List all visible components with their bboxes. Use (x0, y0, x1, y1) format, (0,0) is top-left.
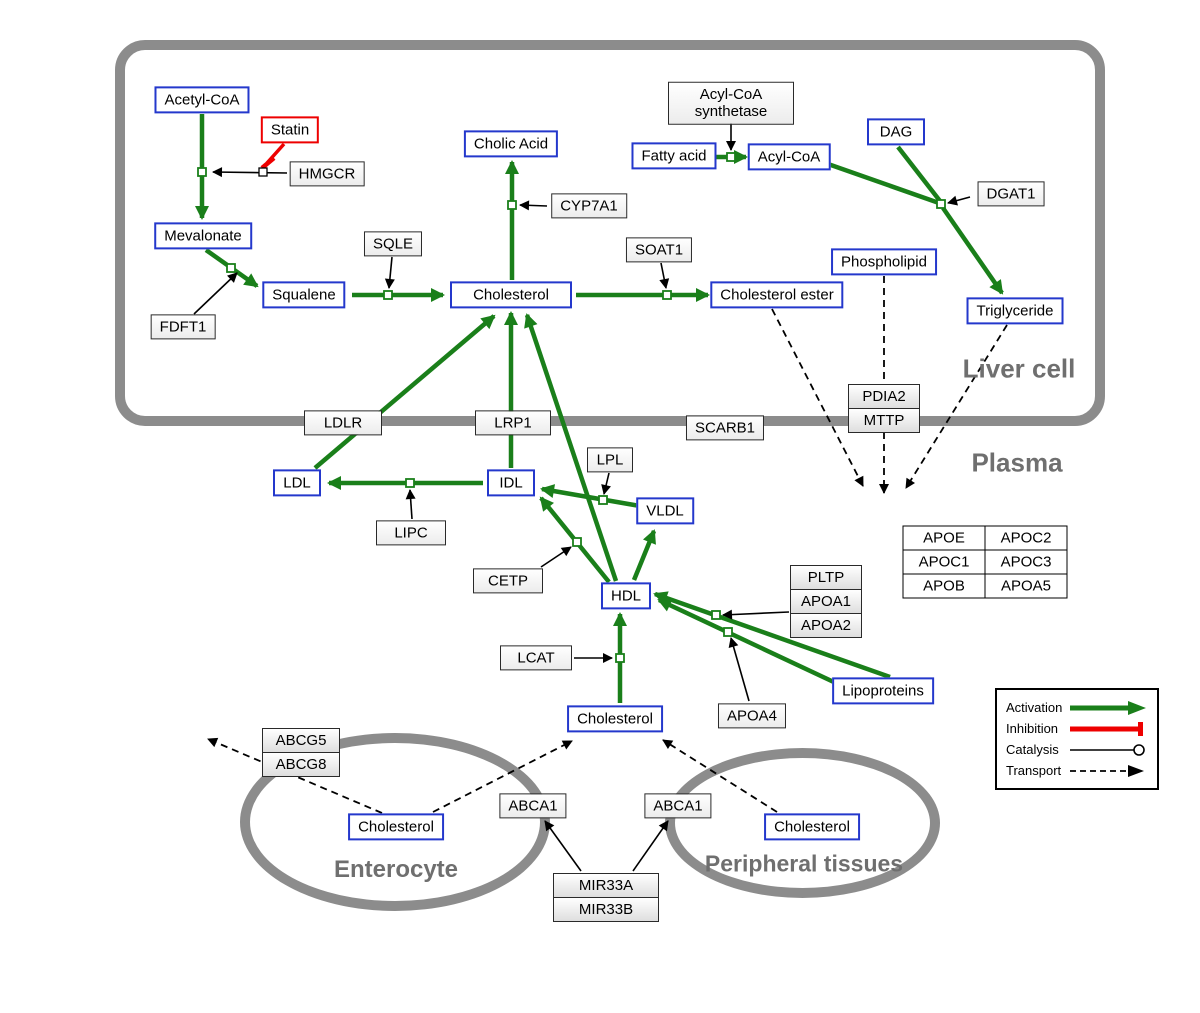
node-apoc3[interactable]: APOC3 (984, 549, 1068, 575)
legend: Activation Inhibition Catalysis Transpor… (995, 688, 1159, 790)
peripheral-tissues-label: Peripheral tissues (704, 850, 904, 877)
liver-cell-label: Liver cell (962, 353, 1076, 384)
node-mttp[interactable]: MTTP (848, 408, 920, 433)
legend-inhibition-label: Inhibition (1006, 721, 1059, 736)
node-cholesterol-enterocyte[interactable]: Cholesterol (348, 813, 444, 841)
node-sqle[interactable]: SQLE (363, 231, 423, 257)
node-lipc[interactable]: LIPC (376, 520, 446, 546)
node-statin[interactable]: Statin (260, 116, 320, 144)
node-phospholipid[interactable]: Phospholipid (831, 248, 937, 276)
node-apob[interactable]: APOB (902, 573, 986, 599)
node-acetyl-coa[interactable]: Acetyl-CoA (154, 86, 250, 114)
node-hdl[interactable]: HDL (600, 582, 652, 610)
node-cyp7a1[interactable]: CYP7A1 (551, 193, 627, 219)
node-fdft1[interactable]: FDFT1 (150, 314, 216, 340)
node-pltp[interactable]: PLTP (790, 565, 862, 590)
abcg5-abcg8-stack: ABCG5 ABCG8 (262, 728, 340, 777)
node-apoa2[interactable]: APOA2 (790, 613, 862, 638)
node-apoe[interactable]: APOE (902, 525, 986, 551)
mir33a-mir33b-stack: MIR33A MIR33B (553, 873, 659, 922)
node-hmgcr[interactable]: HMGCR (289, 161, 365, 187)
pdia2-mttp-stack: PDIA2 MTTP (848, 384, 920, 433)
reaction-nodes (197, 152, 946, 663)
node-cetp[interactable]: CETP (473, 568, 543, 594)
node-idl[interactable]: IDL (487, 469, 535, 497)
catalysis-edges (193, 121, 971, 872)
node-acyl-coa[interactable]: Acyl-CoA (747, 143, 831, 171)
node-cholesterol-liver[interactable]: Cholesterol (450, 281, 572, 309)
inhibition-edge (260, 142, 286, 170)
node-dag[interactable]: DAG (867, 118, 925, 146)
enterocyte-label: Enterocyte (333, 856, 459, 883)
node-vldl[interactable]: VLDL (636, 497, 694, 525)
hmgcr-anchor-node (258, 167, 268, 177)
legend-activation-label: Activation (1006, 700, 1063, 715)
node-mir33b[interactable]: MIR33B (553, 897, 659, 922)
apolipoprotein-table: APOE APOC2 APOC1 APOC3 APOB APOA5 (902, 525, 1068, 599)
node-abca1-left[interactable]: ABCA1 (499, 793, 567, 819)
activation-glyph-icon (1070, 700, 1146, 715)
legend-row-transport: Transport (1006, 760, 1148, 781)
node-squalene[interactable]: Squalene (262, 281, 346, 309)
inhibition-glyph-icon (1070, 721, 1143, 736)
node-apoa1[interactable]: APOA1 (790, 589, 862, 614)
transport-glyph-icon (1070, 764, 1144, 777)
node-abcg5[interactable]: ABCG5 (262, 728, 340, 753)
node-lrp1[interactable]: LRP1 (475, 410, 551, 436)
legend-row-activation: Activation (1006, 697, 1148, 718)
node-apoc1[interactable]: APOC1 (902, 549, 986, 575)
node-cholic-acid[interactable]: Cholic Acid (463, 130, 559, 158)
node-fatty-acid[interactable]: Fatty acid (631, 142, 717, 170)
node-scarb1[interactable]: SCARB1 (685, 415, 765, 441)
legend-row-catalysis: Catalysis (1006, 739, 1148, 760)
liver-cell-compartment (115, 40, 1105, 426)
node-mevalonate[interactable]: Mevalonate (154, 222, 252, 250)
peripheral-tissues-compartment (665, 748, 940, 898)
node-apoa4[interactable]: APOA4 (717, 703, 787, 729)
node-mir33a[interactable]: MIR33A (553, 873, 659, 898)
node-lcat[interactable]: LCAT (500, 645, 572, 671)
node-acyl-coa-synthetase[interactable]: Acyl-CoA synthetase (668, 81, 794, 125)
activation-edges (195, 114, 1004, 703)
node-lpl[interactable]: LPL (587, 447, 633, 473)
node-ldl[interactable]: LDL (273, 469, 321, 497)
plasma-label: Plasma (971, 447, 1063, 478)
pltp-apoa1-apoa2-stack: PLTP APOA1 APOA2 (790, 565, 862, 638)
node-pdia2[interactable]: PDIA2 (848, 384, 920, 409)
node-abca1-right[interactable]: ABCA1 (644, 793, 712, 819)
legend-catalysis-label: Catalysis (1006, 742, 1059, 757)
node-apoc2[interactable]: APOC2 (984, 525, 1068, 551)
node-cholesterol-ester[interactable]: Cholesterol ester (710, 281, 844, 309)
catalysis-glyph-icon (1070, 743, 1145, 756)
node-lipoproteins[interactable]: Lipoproteins (832, 677, 934, 705)
legend-transport-label: Transport (1006, 763, 1062, 778)
node-apoa5[interactable]: APOA5 (984, 573, 1068, 599)
node-ldlr[interactable]: LDLR (304, 410, 382, 436)
legend-row-inhibition: Inhibition (1006, 718, 1148, 739)
node-triglyceride[interactable]: Triglyceride (966, 297, 1064, 325)
node-dgat1[interactable]: DGAT1 (977, 181, 1045, 207)
node-soat1[interactable]: SOAT1 (625, 237, 693, 263)
node-cholesterol-plasma[interactable]: Cholesterol (567, 705, 663, 733)
node-cholesterol-peripheral[interactable]: Cholesterol (764, 813, 860, 841)
node-abcg8[interactable]: ABCG8 (262, 752, 340, 777)
